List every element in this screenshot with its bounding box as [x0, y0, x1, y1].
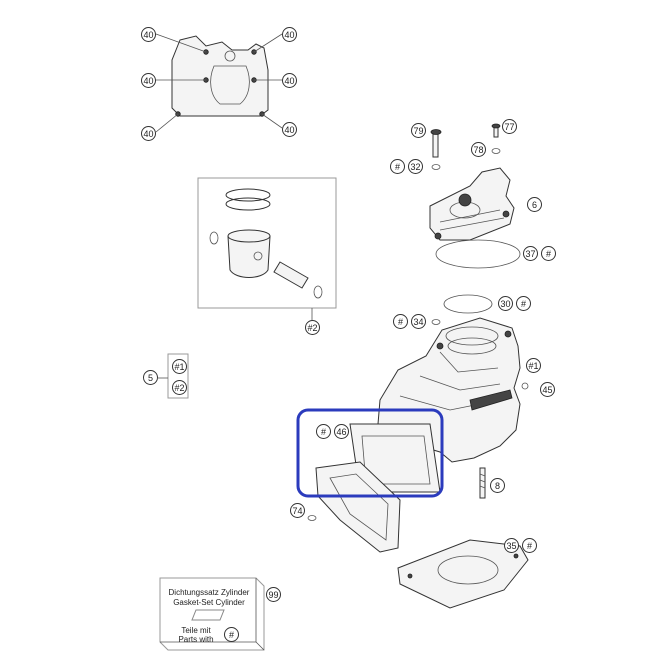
callout-40: 40 — [141, 27, 156, 42]
piston-set-box — [197, 177, 337, 320]
callout-45: 45 — [540, 382, 555, 397]
callout-40: 40 — [282, 122, 297, 137]
callout-40: 40 — [282, 73, 297, 88]
callout-74: 74 — [290, 503, 305, 518]
callout-35: 35 — [504, 538, 519, 553]
set-item-1: #1 — [172, 359, 187, 374]
head-bolts — [430, 123, 501, 170]
callout-6: 6 — [527, 197, 542, 212]
callout-5: 5 — [143, 370, 158, 385]
callout-1: #1 — [526, 358, 541, 373]
callout-8: 8 — [490, 478, 505, 493]
gasket-kit-mark: # — [224, 627, 239, 642]
callout-hash: # — [316, 424, 331, 439]
callout-hash: # — [522, 538, 537, 553]
cylinder-head — [429, 167, 515, 241]
stud-bolt — [479, 467, 486, 499]
callout-79: 79 — [411, 123, 426, 138]
callout-hash: # — [541, 246, 556, 261]
callout-37: 37 — [523, 246, 538, 261]
gasket-kit-line3: Teile mit — [181, 626, 211, 635]
gasket-kit-line1: Dichtungssatz Zylinder — [168, 588, 250, 597]
callout-hash: # — [390, 159, 405, 174]
callout-78: 78 — [471, 142, 486, 157]
callout-77: 77 — [502, 119, 517, 134]
head-gasket-top — [155, 33, 283, 133]
callout-99: 99 — [266, 587, 281, 602]
callout-32: 32 — [408, 159, 423, 174]
set-item-2: #2 — [172, 380, 187, 395]
o-rings — [431, 239, 521, 325]
callout-46: 46 — [334, 424, 349, 439]
callout-hash: # — [516, 296, 531, 311]
base-gasket — [397, 539, 529, 609]
callout-30: 30 — [498, 296, 513, 311]
intake-gasket — [307, 423, 441, 553]
callout-2: #2 — [305, 320, 320, 335]
callout-40: 40 — [282, 27, 297, 42]
callout-hash: # — [393, 314, 408, 329]
callout-34: 34 — [411, 314, 426, 329]
callout-40: 40 — [141, 126, 156, 141]
callout-40: 40 — [141, 73, 156, 88]
gasket-kit-line4: Parts with — [178, 635, 214, 644]
gasket-kit-line2: Gasket-Set Cylinder — [173, 598, 245, 607]
highlight-box — [296, 408, 444, 498]
